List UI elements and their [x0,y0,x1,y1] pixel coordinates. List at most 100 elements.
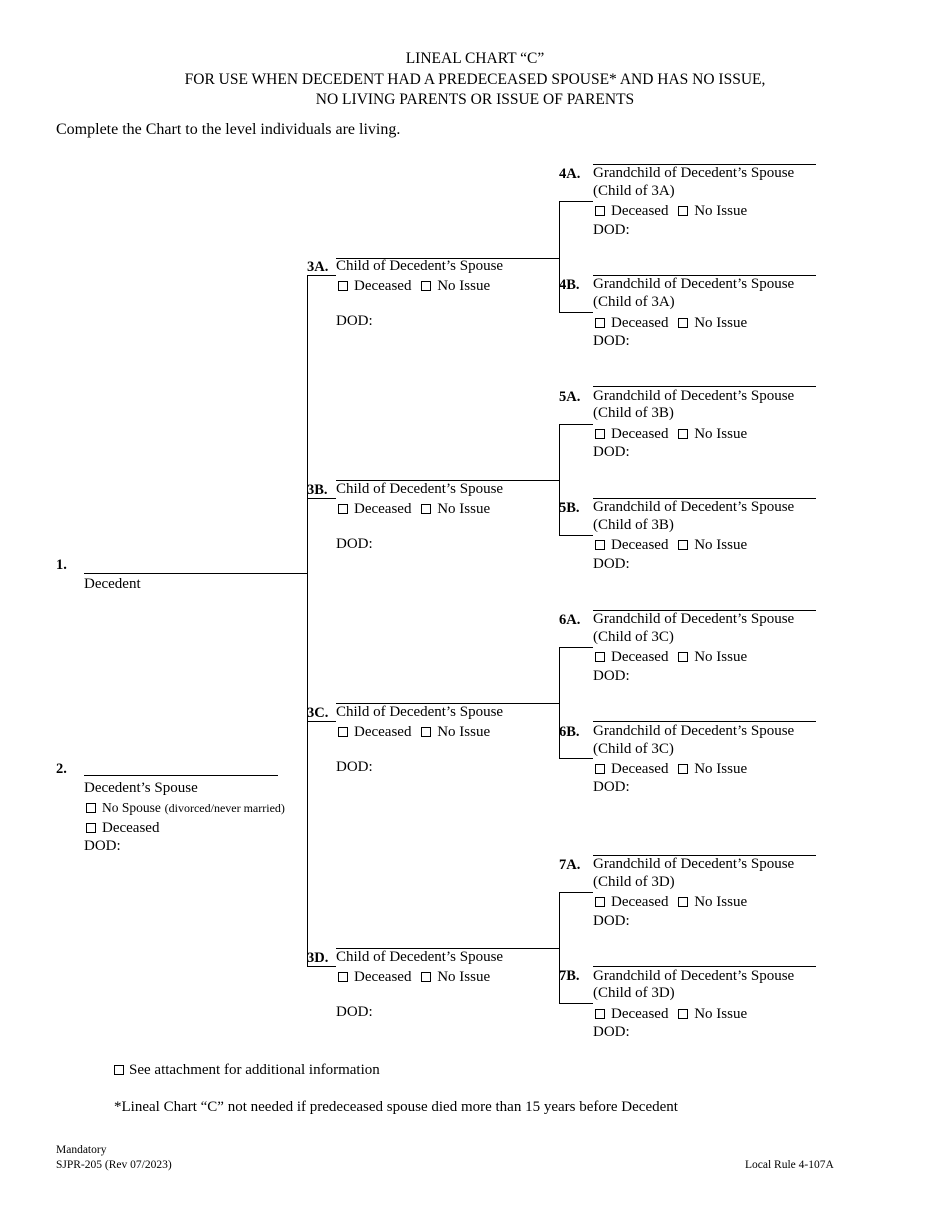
grandchild-6b-deceased-checkbox[interactable] [595,764,605,774]
spouse-name-line[interactable] [84,775,278,776]
grandchild-6b-no-issue-checkbox[interactable] [678,764,689,774]
child-3b-dod: DOD: [336,536,373,552]
grandchild-7b-parent: (Child of 3D) [593,985,675,1001]
child-3d-no-issue-checkbox[interactable] [421,972,432,982]
grandchild-6b-dod: DOD: [593,779,630,795]
grandchild-5a-deceased-checkbox[interactable] [595,429,605,439]
child-3d-deceased-checkbox[interactable] [338,972,348,982]
grandchild-7b-connector [559,1003,593,1004]
chart-subtitle-1: FOR USE WHEN DECEDENT HAD A PREDECEASED … [184,71,766,88]
child-3c-no-issue-checkbox[interactable] [421,727,432,737]
grandchild-7a-dod: DOD: [593,913,630,929]
attachment-checkbox[interactable] [114,1065,124,1075]
grandchild-6b-no-issue-label: No Issue [694,761,748,777]
no-spouse-checkbox[interactable] [86,803,96,813]
grandchild-7b-deceased-label: Deceased [611,1006,669,1022]
decedent-label: Decedent [84,576,141,592]
grandchild-7a-no-issue-label: No Issue [694,894,748,910]
grandchild-7a-deceased-checkbox[interactable] [595,897,605,907]
grandchild-5a-no-issue-checkbox[interactable] [678,429,689,439]
grandchild-4b-options: Deceased No Issue [595,315,747,332]
grandchild-4a-number: 4A. [559,166,581,182]
grandchild-4b-no-issue-label: No Issue [694,315,748,331]
grandchild-4b-name-line[interactable] [593,275,816,276]
spouse-dod: DOD: [84,838,121,854]
child-3b-deceased-label: Deceased [354,501,412,517]
grandchild-6a-deceased-checkbox[interactable] [595,652,605,662]
child-3d-name-line[interactable] [336,948,559,949]
grandchild-7b-name-line[interactable] [593,966,816,967]
grandchild-6a-parent: (Child of 3C) [593,629,674,645]
instruction-text: Complete the Chart to the level individu… [56,121,401,138]
grandchild-7a-deceased-label: Deceased [611,894,669,910]
decedent-name-line[interactable] [84,573,307,574]
grandchild-7b-deceased-checkbox[interactable] [595,1009,605,1019]
child-3c-name-line[interactable] [336,703,559,704]
grandchild-6b-label: Grandchild of Decedent’s Spouse [593,723,795,739]
grandchild-6b-name-line[interactable] [593,721,816,722]
grandchild-7b-number: 7B. [559,968,580,984]
grandchild-4b-label: Grandchild of Decedent’s Spouse [593,276,795,292]
grandchild-4a-no-issue-checkbox[interactable] [678,206,689,216]
grandchild-7b-no-issue-label: No Issue [694,1006,748,1022]
grandchild-6a-no-issue-checkbox[interactable] [678,652,689,662]
grandchild-6a-name-line[interactable] [593,610,816,611]
child-3a-deceased-checkbox[interactable] [338,281,348,291]
child-3d-options: Deceased No Issue [338,969,490,986]
spouse-deceased-checkbox[interactable] [86,823,96,833]
grandchild-5b-deceased-checkbox[interactable] [595,540,605,550]
child-3a-label: Child of Decedent’s Spouse [336,258,504,274]
grandchild-5a-name-line[interactable] [593,386,816,387]
grandchild-7a-name-line[interactable] [593,855,816,856]
child-3d-dod: DOD: [336,1004,373,1020]
child-3d-deceased-label: Deceased [354,969,412,985]
child-3d-number: 3D. [307,950,329,966]
child-3a-connector [307,275,336,276]
grandchild-4b-connector [559,312,593,313]
attachment-label: See attachment for additional informatio… [129,1062,380,1078]
child-3b-label: Child of Decedent’s Spouse [336,481,504,497]
grandchild-4a-deceased-checkbox[interactable] [595,206,605,216]
grandchild-5b-name-line[interactable] [593,498,816,499]
grandchild-4b-no-issue-checkbox[interactable] [678,318,689,328]
child-3c-options: Deceased No Issue [338,724,490,741]
no-spouse-note: (divorced/never married) [164,801,285,815]
child-3c-dod: DOD: [336,759,373,775]
child-3b-deceased-checkbox[interactable] [338,504,348,514]
grandchild-7a-connector [559,892,593,893]
grandchild-7a-number: 7A. [559,857,581,873]
grandchild-7a-no-issue-checkbox[interactable] [678,897,689,907]
grandchild-7b-dod: DOD: [593,1024,630,1040]
grandchild-5b-dod: DOD: [593,556,630,572]
grandchild-6b-parent: (Child of 3C) [593,741,674,757]
grandchild-5b-connector [559,535,593,536]
child-3a-name-line[interactable] [336,258,559,259]
child-3b-no-issue-checkbox[interactable] [421,504,432,514]
grandchild-connector-3d [559,892,560,1003]
footer-local-rule: Local Rule 4-107A [745,1159,834,1171]
grandchild-4a-label: Grandchild of Decedent’s Spouse [593,165,795,181]
grandchild-7a-options: Deceased No Issue [595,894,747,911]
footnote: *Lineal Chart “C” not needed if predecea… [114,1099,678,1115]
grandchild-connector-3a [559,201,560,312]
grandchild-4b-deceased-checkbox[interactable] [595,318,605,328]
child-3b-options: Deceased No Issue [338,501,490,518]
child-3b-number: 3B. [307,482,328,498]
grandchild-5a-options: Deceased No Issue [595,426,747,443]
grandchild-6b-options: Deceased No Issue [595,761,747,778]
child-3b-name-line[interactable] [336,480,559,481]
grandchild-5b-no-issue-checkbox[interactable] [678,540,689,550]
child-3c-deceased-checkbox[interactable] [338,727,348,737]
grandchild-5a-deceased-label: Deceased [611,426,669,442]
grandchild-5a-number: 5A. [559,389,581,405]
grandchild-4b-parent: (Child of 3A) [593,294,675,310]
grandchild-7b-no-issue-checkbox[interactable] [678,1009,689,1019]
child-3a-no-issue-checkbox[interactable] [421,281,432,291]
grandchild-connector-3c [559,647,560,758]
grandchild-4a-name-line[interactable] [593,164,816,165]
grandchild-6a-number: 6A. [559,612,581,628]
child-3a-no-issue-label: No Issue [437,278,491,294]
grandchild-5a-parent: (Child of 3B) [593,405,674,421]
grandchild-6b-connector [559,758,593,759]
child-3c-connector [307,721,336,722]
